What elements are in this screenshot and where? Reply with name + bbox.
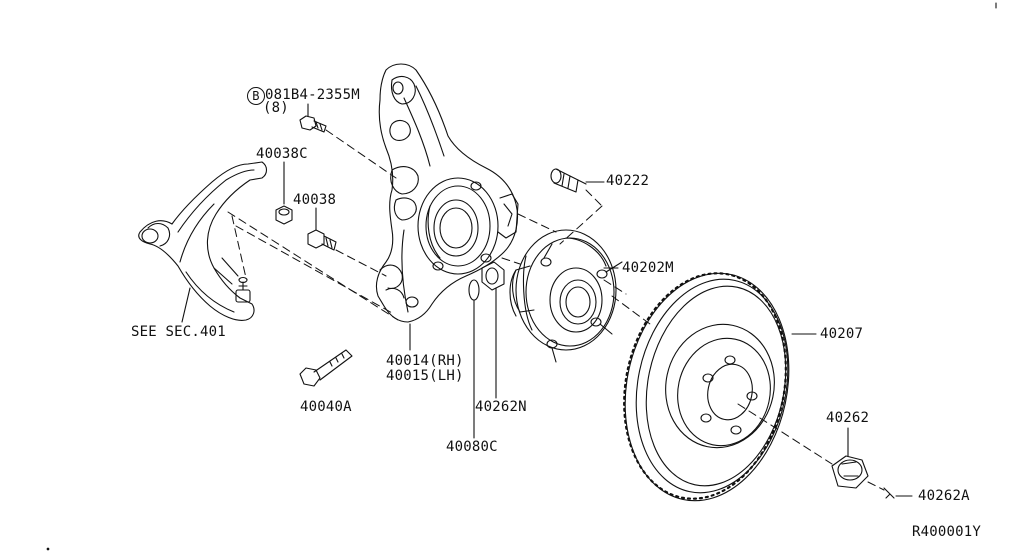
bolt-40038-drawing xyxy=(308,230,336,250)
bolt-40040a-drawing xyxy=(300,350,352,386)
nut-40038c-drawing xyxy=(276,206,292,224)
wheel-stud-40222-drawing xyxy=(551,169,586,192)
callout-pin-40262a: 40262A xyxy=(918,488,970,504)
callout-see-sec-401: SEE SEC.401 xyxy=(131,324,226,340)
callout-bolt-40040a: 40040A xyxy=(300,399,352,415)
bolt-081b4-2355m-drawing xyxy=(300,116,326,132)
callout-nut-40262n: 40262N xyxy=(475,399,527,415)
callout-knuckle-lh: 40015(LH) xyxy=(386,368,464,384)
callout-rotor-40207: 40207 xyxy=(820,326,864,342)
washer-40080c-drawing xyxy=(469,280,479,300)
lower-control-arm xyxy=(139,162,267,320)
corner-dot xyxy=(46,547,50,551)
cotter-pin-40262a-drawing xyxy=(884,488,894,498)
callout-hub-40202m: 40202M xyxy=(622,260,674,276)
callout-bolt-40038: 40038 xyxy=(293,192,337,208)
assembly-dashed-lines xyxy=(227,129,885,491)
callout-knuckle-rh: 40014(RH) xyxy=(386,353,464,369)
callout-nut-40038c: 40038C xyxy=(256,146,308,162)
callout-washer-40080c: 40080C xyxy=(446,439,498,455)
callout-nut-40262: 40262 xyxy=(826,410,870,426)
axle-nut-40262-drawing xyxy=(832,456,868,488)
callout-bolt-quantity: (8) xyxy=(263,100,289,116)
figure-reference-number: R400001Y xyxy=(912,524,982,540)
wheel-hub-40202m xyxy=(510,230,622,362)
callout-bolt-081b4-2355m: 081B4-2355M xyxy=(265,87,360,103)
steering-knuckle xyxy=(376,64,518,322)
callout-stud-40222: 40222 xyxy=(606,173,650,189)
nut-40262n-drawing xyxy=(482,262,504,290)
brake-rotor-40207 xyxy=(604,258,809,516)
leader-see-sec xyxy=(181,287,191,323)
bolt-symbol-circled: B xyxy=(247,87,265,105)
